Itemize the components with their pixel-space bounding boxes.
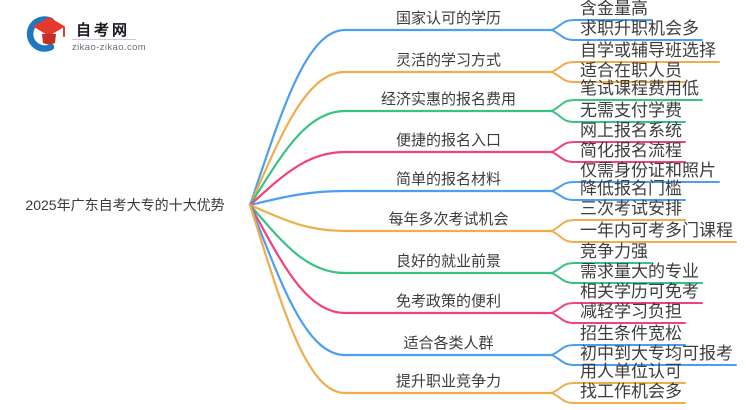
leaf-node[interactable]: 仅需身份证和照片: [580, 161, 716, 180]
branch-line: [551, 272, 703, 284]
branch-line: [551, 141, 686, 153]
leaf-node[interactable]: 简化报名流程: [580, 141, 682, 160]
leaf-node[interactable]: 无需支付学费: [580, 101, 682, 120]
leaf-node[interactable]: 笔试课程费用低: [580, 79, 699, 98]
logo-title: 自考网: [76, 22, 131, 39]
graduation-cap-icon: [26, 16, 65, 52]
leaf-node[interactable]: 找工作机会多: [580, 382, 682, 401]
leaf-node[interactable]: 减轻学习负担: [580, 302, 682, 321]
branch-node[interactable]: 每年多次考试机会: [388, 211, 509, 228]
leaf-node[interactable]: 适合在职人员: [580, 61, 682, 80]
branch-line: [551, 19, 652, 31]
branch-line: [248, 203, 554, 315]
branch-node[interactable]: 良好的就业前景: [395, 253, 501, 270]
branch-line: [248, 203, 554, 233]
branch-line: [551, 110, 686, 123]
branch-line: [248, 109, 554, 207]
branch-line: [551, 344, 686, 356]
branch-line: [551, 392, 686, 404]
leaf-node[interactable]: 相关学历可免考: [580, 282, 699, 301]
branch-line: [551, 302, 703, 314]
leaf-node[interactable]: 招生条件宽松: [580, 324, 682, 343]
branch-node[interactable]: 便捷的报名入口: [395, 132, 501, 149]
root-node[interactable]: 2025年广东自考大专的十大优势: [25, 197, 225, 213]
branch-line: [248, 189, 554, 207]
leaf-node[interactable]: 竞争力强: [580, 242, 648, 261]
branch-node[interactable]: 经济实惠的报名费用: [380, 91, 516, 108]
branch-line: [551, 219, 686, 232]
branch-line: [551, 181, 720, 192]
branch-line: [551, 29, 703, 41]
logo-divider: [72, 39, 136, 40]
leaf-node[interactable]: 一年内可考多门课程: [580, 221, 733, 240]
branch-line: [551, 151, 686, 163]
branch-line: [551, 354, 737, 366]
branch-node[interactable]: 免考政策的便利: [395, 293, 501, 310]
branch-line: [551, 382, 686, 394]
logo-domain: zikao-zikao.com: [72, 42, 147, 53]
leaf-node[interactable]: 自学或辅导班选择: [580, 41, 716, 60]
branch-line: [248, 150, 554, 207]
branch-line: [551, 71, 686, 83]
branch-line: [551, 61, 720, 73]
branch-line: [551, 312, 686, 324]
branch-line: [248, 203, 554, 275]
branch-line: [248, 203, 554, 357]
leaf-node[interactable]: 用人单位认可: [580, 362, 682, 381]
leaf-node[interactable]: 需求量大的专业: [580, 262, 699, 281]
branch-line: [248, 28, 554, 207]
branch-line: [551, 190, 686, 201]
leaf-node[interactable]: 三次考试安排: [580, 199, 682, 218]
leaf-node[interactable]: 网上报名系统: [580, 121, 682, 140]
site-logo[interactable]: 自考网 zikao-zikao.com: [20, 8, 170, 60]
branch-line: [248, 203, 554, 395]
branch-line: [551, 99, 703, 112]
leaf-node[interactable]: 含金量高: [580, 0, 648, 18]
leaf-node[interactable]: 初中到大专均可报考: [580, 344, 733, 363]
leaf-node[interactable]: 降低报名门槛: [580, 179, 682, 198]
branch-node[interactable]: 提升职业竞争力: [395, 373, 501, 390]
branch-line: [551, 262, 652, 274]
branch-node[interactable]: 适合各类人群: [403, 335, 494, 352]
branch-node[interactable]: 国家认可的学历: [395, 10, 501, 27]
branch-line: [551, 230, 737, 243]
branch-node[interactable]: 灵活的学习方式: [395, 52, 501, 69]
branch-line: [248, 70, 554, 207]
leaf-node[interactable]: 求职升职机会多: [580, 19, 699, 38]
branch-node[interactable]: 简单的报名材料: [395, 171, 501, 188]
